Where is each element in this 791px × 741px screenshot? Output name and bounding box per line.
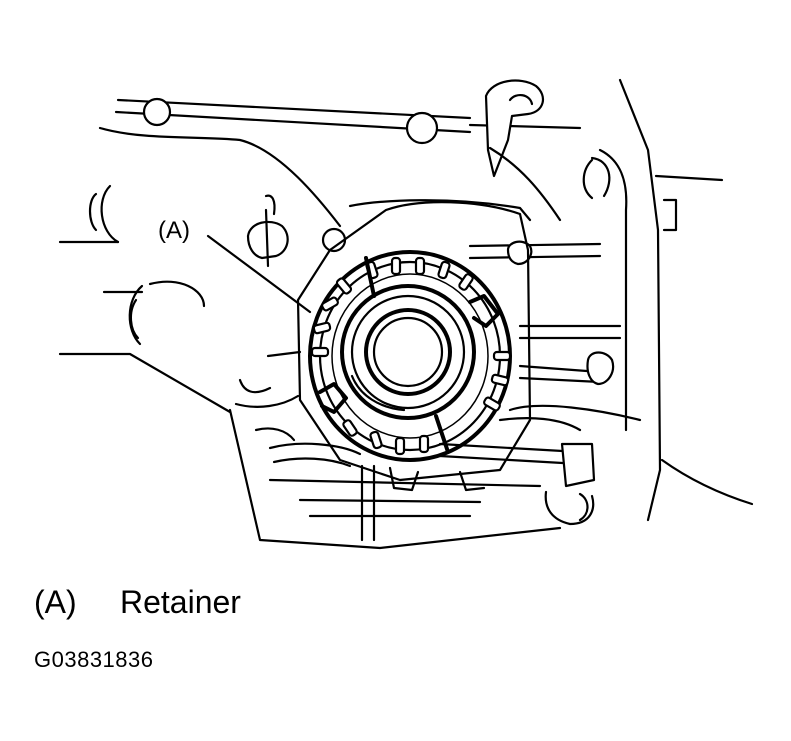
- retainer-diagram: (A): [58, 78, 754, 550]
- legend-description: Retainer: [120, 584, 241, 620]
- retainer-tabs: [310, 256, 512, 456]
- legend: (A) Retainer: [34, 582, 241, 622]
- retainer-plate: [296, 201, 532, 492]
- figure-id: G03831836: [34, 647, 154, 672]
- housing-right: [582, 78, 754, 522]
- legend-code: (A): [34, 584, 77, 620]
- right-bolts: [468, 240, 642, 432]
- callout-a: (A): [158, 217, 312, 314]
- linkage-rod: [114, 97, 582, 145]
- casing-left: [58, 184, 562, 550]
- shift-arm: [484, 79, 545, 178]
- lower-casing: [234, 350, 596, 542]
- retainer-ring: [308, 250, 512, 462]
- callout-label: (A): [158, 217, 190, 244]
- bolt-left: [246, 194, 289, 268]
- oil-seal: [340, 284, 476, 420]
- casing-top-left: [98, 126, 562, 253]
